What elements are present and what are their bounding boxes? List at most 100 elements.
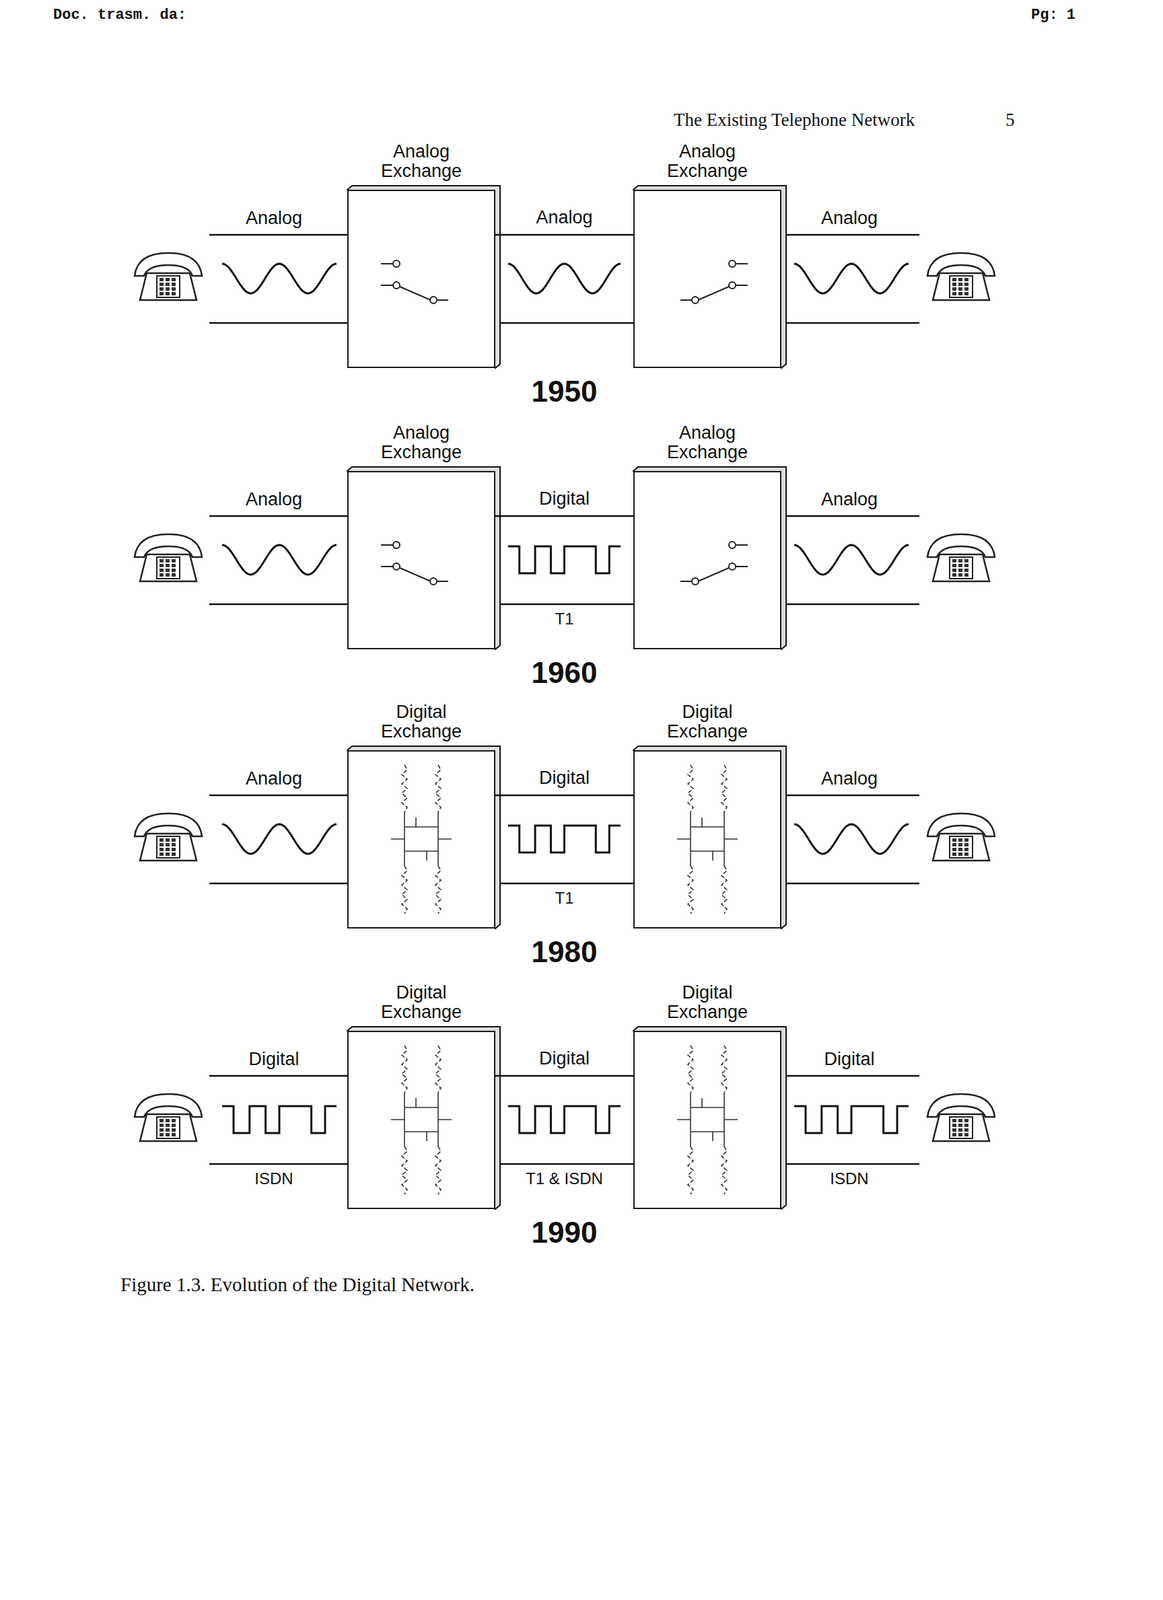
analog-waveform [222,824,337,855]
wire [209,1163,348,1166]
wire [781,234,920,237]
switch-symbol [680,541,748,585]
line-type-label: ISDN [829,1169,869,1189]
exchange-heading: Analog Exchange [643,423,772,464]
line-type-label: T1 [554,889,574,908]
exchange-heading: Analog Exchange [357,142,486,182]
line-label: Digital [536,1048,593,1070]
box-depth [347,1027,501,1210]
box-face [347,189,496,369]
wire [209,322,348,325]
wire [781,883,920,886]
line-label: Analog [821,489,878,511]
digital-waveform [508,546,621,574]
analog-waveform [508,263,621,294]
page-number: Pg: 1 [1031,6,1076,24]
analog-waveform [222,263,337,294]
line-label: Digital [248,1049,299,1071]
exchange-box: Digital Exchange [633,750,782,929]
wire [781,603,920,606]
telephone-icon [927,1094,995,1142]
trunk-line [495,794,634,797]
running-header: The Existing Telephone Network [673,109,915,131]
switch-symbol [680,260,748,304]
line-label: Analog [245,489,303,511]
telephone-icon [927,534,995,582]
switch-symbol [380,541,449,585]
wire [781,1075,920,1078]
exchange-box: Digital Exchange [347,750,496,929]
exchange-box: Analog Exchange [633,471,782,650]
wire [495,603,634,606]
telephone-icon [134,253,202,301]
digital-switch-symbol [391,1045,452,1195]
box-face [347,471,496,650]
exchange-box: Analog Exchange [347,189,496,369]
line-label: Digital [823,1049,875,1071]
telephone-icon [927,253,995,301]
telephone-icon [134,1094,202,1142]
analog-waveform [794,824,909,855]
telephone-icon [134,534,202,582]
line-label: Analog [821,768,878,790]
box-face [633,1031,782,1210]
wire [209,603,348,606]
wire [781,1163,920,1166]
wire [209,1075,348,1078]
box-face [633,471,782,650]
box-depth [633,467,787,650]
line-label: Analog [533,207,595,229]
exchange-box: Analog Exchange [347,471,496,650]
line-label: Digital [536,767,593,789]
box-depth [347,467,501,650]
wire [209,515,348,518]
digital-switch-symbol [391,765,452,914]
digital-waveform [794,1106,909,1134]
line-label: Analog [245,768,303,790]
wire [781,794,920,797]
year-label: 1980 [531,935,598,970]
page-number: 5 [1005,109,1015,131]
digital-waveform [222,1106,337,1134]
year-label: 1990 [531,1216,598,1250]
digital-switch-symbol [677,765,738,914]
wire [495,1163,634,1166]
analog-waveform [222,545,337,575]
figure-caption: Figure 1.3. Evolution of the Digital Net… [120,1274,475,1297]
year-label: 1960 [531,656,598,690]
analog-waveform [794,545,909,575]
line-type-label: T1 [554,609,574,629]
line-label: Analog [245,207,303,229]
wire [209,883,348,886]
wire [209,794,348,797]
line-label: Digital [536,488,593,510]
exchange-heading: Analog Exchange [357,423,486,464]
line-type-label: ISDN [254,1169,293,1189]
exchange-box: Analog Exchange [633,189,782,369]
box-face [347,1031,496,1210]
year-label: 1950 [531,374,598,409]
wire [209,234,348,237]
exchange-heading: Digital Exchange [643,983,772,1024]
wire [495,883,634,886]
exchange-box: Digital Exchange [347,1031,496,1210]
digital-waveform [508,825,621,853]
analog-waveform [794,263,909,294]
exchange-heading: Analog Exchange [643,142,772,182]
switch-symbol [380,260,449,304]
box-depth [633,746,787,929]
telephone-icon [927,813,995,861]
trunk-line [495,1075,634,1078]
trunk-line [495,234,634,237]
exchange-box: Digital Exchange [633,1031,782,1210]
wire [781,322,920,325]
exchange-heading: Digital Exchange [357,983,486,1024]
digital-waveform [508,1106,621,1134]
box-depth [347,185,501,369]
box-depth [633,185,787,369]
exchange-heading: Digital Exchange [357,702,486,743]
trunk-line [495,515,634,518]
